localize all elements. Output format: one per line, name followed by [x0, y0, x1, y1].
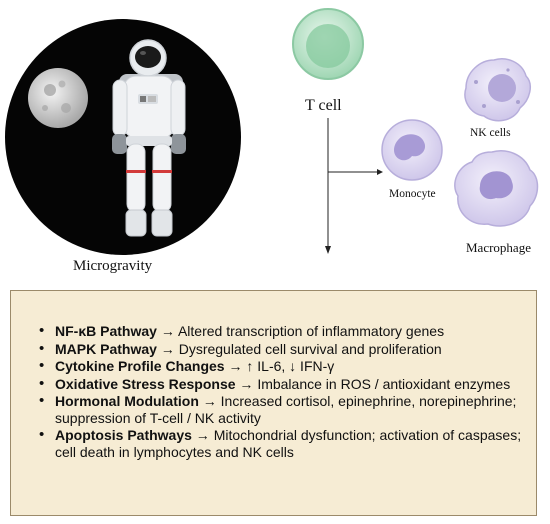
- astronaut-icon: [112, 39, 186, 237]
- macrophage-icon: [454, 150, 539, 227]
- pathway-item: NF-κB Pathway → Altered transcription of…: [39, 323, 525, 340]
- pathways-list: NF-κB Pathway → Altered transcription of…: [39, 323, 525, 461]
- macrophage-label: Macrophage: [466, 240, 531, 255]
- pathway-item: MAPK Pathway → Dysregulated cell surviva…: [39, 341, 525, 358]
- pathway-item: Oxidative Stress Response → Imbalance in…: [39, 376, 525, 393]
- nk-cell-icon: [464, 58, 532, 122]
- pathways-panel: NF-κB Pathway → Altered transcription of…: [10, 290, 537, 516]
- arrowhead-right: [377, 169, 383, 175]
- microgravity-illustration: [5, 19, 241, 255]
- immune-cells-diagram: [292, 8, 539, 254]
- monocyte-icon: [381, 119, 443, 181]
- pathway-item: Cytokine Profile Changes → ↑ IL-6, ↓ IFN…: [39, 358, 525, 375]
- t-cell-icon: [292, 8, 364, 80]
- pathway-item: Apoptosis Pathways → Mitochondrial dysfu…: [39, 427, 525, 460]
- nk-cells-label: NK cells: [470, 127, 511, 139]
- moon-icon: [28, 68, 88, 128]
- microgravity-label: Microgravity: [73, 258, 153, 274]
- monocyte-label: Monocyte: [389, 188, 436, 200]
- t-cell-label: T cell: [305, 97, 342, 114]
- arrowhead-down: [325, 246, 331, 254]
- pathway-item: Hormonal Modulation → Increased cortisol…: [39, 393, 525, 426]
